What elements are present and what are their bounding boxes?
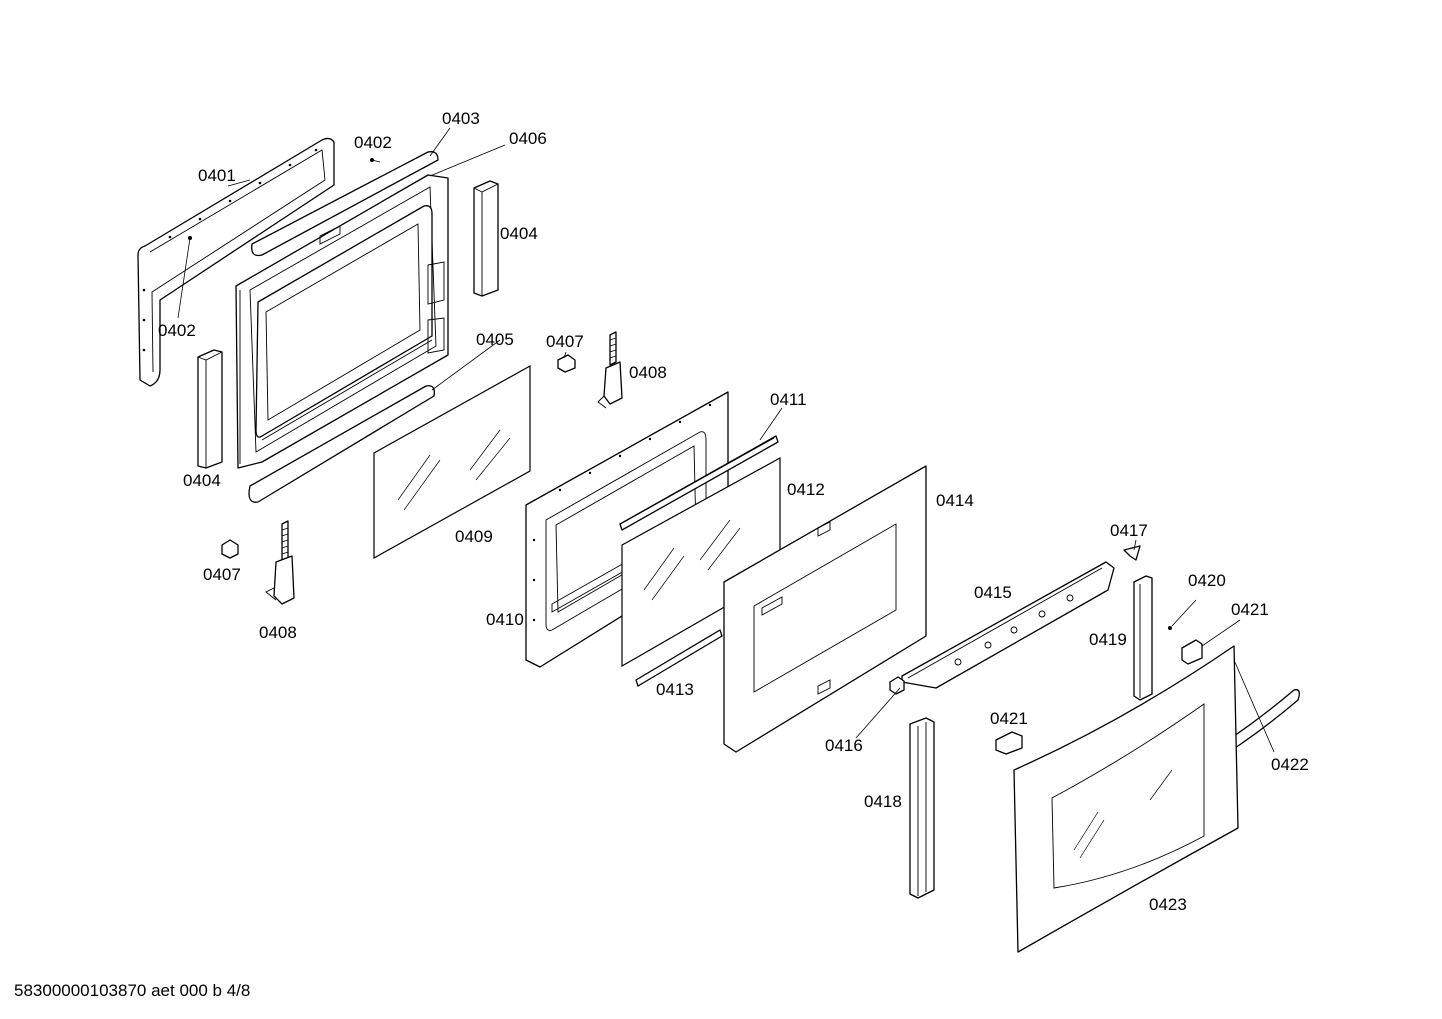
label-0422: 0422 xyxy=(1271,755,1309,774)
part-0423-outer-door xyxy=(1013,645,1239,953)
part-0415-control-bar xyxy=(901,561,1115,689)
label-0406: 0406 xyxy=(509,129,547,148)
label-0423: 0423 xyxy=(1149,895,1187,914)
document-footer-code: 58300000103870 aet 000 b 4/8 xyxy=(14,981,251,1000)
part-0421-handle-bracket xyxy=(995,639,1203,755)
part-0413-rail xyxy=(635,629,723,687)
label-0408-bottom: 0408 xyxy=(259,623,297,642)
label-0418: 0418 xyxy=(864,792,902,811)
label-0402-left: 0402 xyxy=(158,321,196,340)
label-0407-top: 0407 xyxy=(546,332,584,351)
label-0410: 0410 xyxy=(486,610,524,629)
part-0401-door-seal xyxy=(137,137,335,387)
label-0421-left: 0421 xyxy=(990,709,1028,728)
label-0412: 0412 xyxy=(787,480,825,499)
label-0413: 0413 xyxy=(656,680,694,699)
part-0417-clip xyxy=(1123,545,1141,561)
label-0407-bottom: 0407 xyxy=(203,565,241,584)
label-0409: 0409 xyxy=(455,527,493,546)
label-0411: 0411 xyxy=(770,390,807,409)
part-0411-rail xyxy=(619,435,779,531)
label-0405: 0405 xyxy=(476,330,514,349)
part-0404-side-block-left xyxy=(197,349,223,469)
label-0401: 0401 xyxy=(198,166,236,185)
part-0403-top-strip xyxy=(251,151,439,257)
label-0408-top: 0408 xyxy=(629,363,667,382)
part-0418-side-profile xyxy=(909,717,935,899)
part-0404-side-block-right xyxy=(473,180,499,297)
label-0404-left: 0404 xyxy=(183,471,221,490)
label-0403: 0403 xyxy=(442,109,480,128)
part-0407-clip xyxy=(221,354,576,559)
label-0416: 0416 xyxy=(825,736,863,755)
part-0405-bottom-strip xyxy=(248,385,435,503)
part-0416-bracket xyxy=(889,676,905,695)
label-0417: 0417 xyxy=(1110,521,1148,540)
callout-labels: 0401 0402 0402 0403 0404 0404 0405 0406 … xyxy=(158,109,1309,914)
part-0414-door-panel xyxy=(723,465,927,753)
part-0409-glass-panel xyxy=(373,364,531,560)
part-0408-hinge xyxy=(265,331,623,605)
label-0402-top: 0402 xyxy=(354,133,392,152)
label-0414: 0414 xyxy=(936,491,974,510)
label-0419: 0419 xyxy=(1089,630,1127,649)
label-0415: 0415 xyxy=(974,583,1012,602)
label-0421-right: 0421 xyxy=(1231,600,1269,619)
label-0420: 0420 xyxy=(1188,571,1226,590)
part-0419-side-profile xyxy=(1133,575,1153,701)
part-0406-inner-frame xyxy=(235,174,449,469)
label-0404-right: 0404 xyxy=(500,224,538,243)
leader-lines xyxy=(177,127,1275,753)
part-0420-screw xyxy=(1168,626,1172,630)
